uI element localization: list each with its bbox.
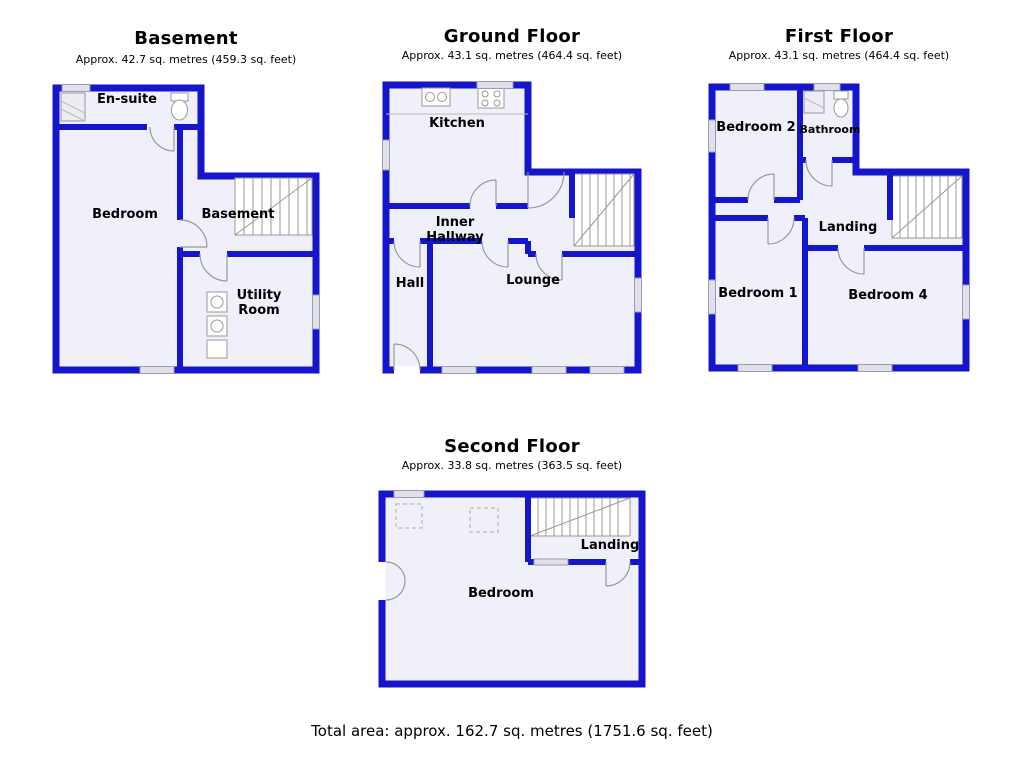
room-label-bedroom4: Bedroom 4: [848, 288, 928, 303]
second-door-arcs: [605, 561, 631, 587]
basement-windows: [61, 84, 320, 374]
room-label-second-landing: Landing: [580, 538, 640, 553]
ground-subtitle: Approx. 43.1 sq. metres (464.4 sq. feet): [401, 49, 623, 62]
room-label-basement-bedroom: Bedroom: [92, 207, 158, 222]
first-stairs: [891, 175, 963, 239]
first-subtitle: Approx. 43.1 sq. metres (464.4 sq. feet): [728, 49, 950, 62]
room-label-inner-hallway: Inner Hallway: [426, 215, 484, 245]
kitchen-hob-icon: [477, 87, 505, 109]
ground-outer-walls: [382, 81, 642, 374]
ground-door-arcs: [393, 171, 565, 371]
washer-dryer-icon: [206, 291, 228, 359]
first-title: First Floor: [784, 26, 894, 47]
second-title: Second Floor: [444, 436, 580, 457]
front-door-opening: [394, 366, 420, 374]
second-outer-walls: [378, 490, 646, 688]
kitchen-sink-icon: [421, 87, 451, 107]
ground-plan: Kitchen Inner Hallway Hall Lounge: [382, 78, 642, 378]
basement-outer-walls: [52, 84, 320, 374]
skylight-outline: [395, 503, 499, 533]
basement-title: Basement: [134, 28, 238, 49]
room-label-kitchen: Kitchen: [429, 116, 485, 131]
second-plan-drawing: [378, 490, 646, 688]
ground-interior-walls: [386, 172, 638, 370]
shower-icon: [60, 92, 86, 122]
ground-stairs: [573, 173, 635, 247]
room-label-bathroom: Bathroom: [799, 123, 861, 136]
room-label-second-bedroom: Bedroom: [468, 586, 534, 601]
total-area-text: Total area: approx. 162.7 sq. metres (17…: [311, 722, 713, 740]
first-plan-drawing: [708, 83, 970, 372]
first-outer-walls: [708, 83, 970, 372]
second-subtitle: Approx. 33.8 sq. metres (363.5 sq. feet): [401, 459, 623, 472]
first-windows: [708, 83, 970, 372]
ground-plan-drawing: [382, 81, 642, 374]
second-stairs: [529, 497, 631, 537]
room-label-bedroom1: Bedroom 1: [718, 286, 798, 301]
ground-windows: [382, 81, 642, 374]
room-label-lounge: Lounge: [506, 273, 560, 288]
second-windows: [393, 490, 569, 566]
room-label-ensuite: En-suite: [96, 92, 157, 107]
basement-interior-walls: [56, 124, 316, 370]
basement-subtitle: Approx. 42.7 sq. metres (459.3 sq. feet): [75, 53, 297, 66]
basement-door-arcs: [149, 126, 228, 282]
first-plan: Bedroom 2 Bathroom Landing Bedroom 1 Bed…: [708, 80, 970, 375]
room-label-basement-room: Basement: [201, 207, 275, 222]
bathroom-toilet-icon: [833, 90, 849, 118]
balcony-door-opening: [378, 562, 386, 600]
basement-plan-drawing: [52, 84, 320, 374]
first-door-arcs: [747, 159, 865, 275]
basement-plan: En-suite Bedroom Basement Utility Room: [52, 80, 320, 376]
room-label-first-landing: Landing: [818, 220, 878, 235]
room-label-utility-room: Utility Room: [236, 288, 282, 318]
second-plan: Landing Bedroom: [378, 488, 646, 690]
basement-stairs: [234, 177, 313, 236]
ground-title: Ground Floor: [443, 26, 581, 47]
room-label-hall: Hall: [395, 276, 425, 291]
bath-shower-icon: [803, 90, 825, 114]
first-interior-walls: [712, 87, 966, 368]
room-label-bedroom2: Bedroom 2: [716, 120, 796, 135]
french-door-arcs: [385, 561, 406, 601]
toilet-icon: [170, 92, 189, 121]
